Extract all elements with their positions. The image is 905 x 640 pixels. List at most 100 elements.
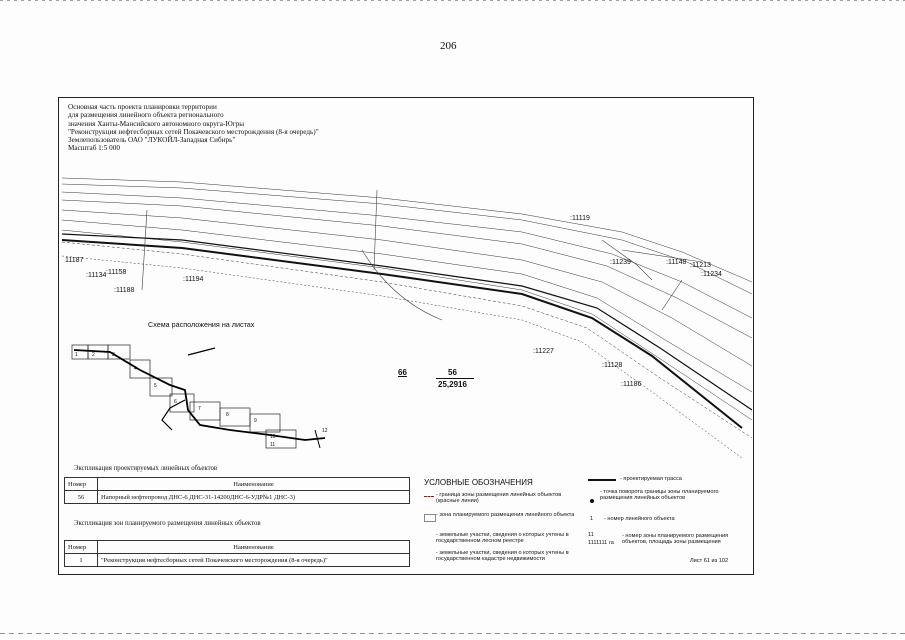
scheme-sheet-number: 7 (198, 406, 201, 412)
scheme-sheet (169, 393, 195, 413)
branch-line (361, 249, 443, 321)
zone-swatch (424, 514, 436, 522)
scheme-route-branch (161, 399, 186, 431)
parcel-label: :11119 (570, 215, 590, 222)
scheme-sheet-number: 11 (270, 442, 275, 448)
parcel-label: :11158 (106, 269, 127, 276)
corridor-line (62, 229, 752, 421)
zone-fraction-bar (436, 378, 474, 379)
legend-item: - земельные участки, сведения о которых … (436, 532, 569, 545)
scheme-title: Схема расположения на листах (148, 320, 255, 329)
legend-item-right: - проектируемая трасса (620, 476, 682, 482)
legend-item-right: - номер зоны планируемого размещения объ… (622, 533, 729, 546)
header-line: значения Ханты-Мансийского автономного о… (68, 119, 245, 128)
branch-line (661, 279, 683, 311)
table1: Номер Наименование 56 Напорный нефтепров… (64, 477, 410, 504)
scan-edge-bottom (0, 633, 905, 634)
zone-number-right: 56 (448, 368, 457, 377)
scheme-sheet-number: 12 (322, 428, 328, 434)
table-cell: 1 (64, 553, 98, 567)
parcel-label: :11134 (86, 272, 107, 279)
header-line: для размещения линейного объекта региона… (68, 111, 224, 120)
header-line: Землепользователь ОАО "ЛУКОЙЛ-Западная С… (68, 136, 236, 145)
header-line: Масштаб 1:5 000 (68, 144, 120, 153)
table-header-cell: Номер (64, 540, 98, 554)
header-line: Основная часть проекта планировки террит… (68, 103, 217, 111)
table2: Номер Наименование 1 "Реконструкция нефт… (64, 540, 410, 567)
scheme-sheet (149, 377, 173, 397)
road (62, 233, 752, 411)
table-cell: Напорный нефтепровод ДНС-6 ДНС-31-14200Д… (97, 490, 410, 504)
route-line (62, 239, 743, 429)
table-header-row: Номер Наименование (64, 540, 410, 554)
zone-sample-area-swatch: 1111111 га (588, 540, 614, 546)
turn-point-swatch (590, 499, 594, 503)
branch-line (621, 249, 703, 263)
table-cell: "Реконструкция нефтесборных сетей Покаче… (97, 553, 410, 567)
scheme-sheet-number: 5 (154, 383, 157, 389)
planning-map (62, 177, 752, 459)
parcel-label: :11239 (610, 259, 631, 266)
scheme-sheet-number: 4 (134, 366, 137, 372)
corridor-line (62, 241, 752, 439)
table-header-cell: Номер (64, 477, 98, 491)
sheet-header: Основная часть проекта планировки террит… (68, 103, 319, 153)
object-number-swatch: 1 (590, 516, 594, 522)
road-line (62, 233, 752, 411)
scheme-sheet-number: 1 (75, 352, 78, 358)
parcel-label: :11213 (690, 262, 711, 269)
zone-number-left: 66 (398, 368, 407, 377)
scheme-route (73, 349, 326, 441)
table-header-row: Номер Наименование (64, 477, 410, 491)
table-row: 1 "Реконструкция нефтесборных сетей Пока… (64, 553, 410, 567)
zone-sample-swatch: 11 (588, 532, 594, 538)
route-swatch (588, 479, 616, 481)
branches (141, 189, 703, 321)
scheme-sheet-number: 6 (174, 399, 177, 405)
scheme-sheet (249, 413, 281, 433)
red-lines-swatch (424, 496, 434, 497)
corridor-lines (62, 177, 752, 459)
sheet-number-note: Лист 61 из 102 (690, 558, 729, 564)
table-row: 56 Напорный нефтепровод ДНС-6 ДНС-31-142… (64, 490, 410, 504)
scheme-sheet-number: 8 (226, 412, 229, 418)
table1-title: Экспликация проектируемых линейных объек… (74, 465, 218, 472)
table2-title: Экспликация зон планируемого размещения … (74, 520, 261, 527)
page-number: 206 (440, 40, 457, 52)
legend-item-right: - номер линейного объекта (604, 516, 675, 522)
scheme-sheet-number: 10 (270, 434, 276, 440)
corridor-line (62, 183, 752, 295)
map-sheet-frame (58, 97, 754, 575)
scheme-sheet-numbers: 1 2 3 4 5 6 7 8 9 10 11 12 (75, 352, 328, 448)
location-scheme: 1 2 3 4 5 6 7 8 9 10 11 12 (71, 344, 328, 449)
scheme-route-branch (314, 429, 321, 449)
scheme-sheet-number: 2 (92, 352, 95, 358)
legend-item: - зона планируемого размещения линейного… (436, 512, 575, 518)
parcel-label: :11234 (701, 271, 722, 278)
projected-route (62, 239, 743, 429)
scheme-sheet (219, 407, 251, 427)
scheme-route-branch (187, 347, 216, 356)
zone-area: 25,2916 (438, 380, 467, 389)
legend-title: УСЛОВНЫЕ ОБОЗНАЧЕНИЯ (424, 478, 533, 487)
parcel-label: :11194 (183, 276, 204, 283)
branch-line (141, 209, 148, 291)
parcel-label: :11148 (666, 259, 687, 266)
scan-edge-top (0, 0, 905, 1)
branch-line (601, 239, 653, 281)
branch-line (373, 189, 378, 271)
corridor-line (62, 177, 752, 283)
corridor-line (62, 255, 743, 459)
corridor-line (62, 209, 752, 367)
parcel-label: :11128 (602, 362, 623, 369)
table-header-cell: Наименование (97, 477, 410, 491)
scheme-sheet-number: 3 (112, 352, 115, 358)
table-cell: 56 (64, 490, 98, 504)
parcel-label: :11186 (621, 381, 642, 388)
legend-item: - земельные участки, сведения о которых … (436, 550, 569, 563)
legend-item: - граница зоны размещения линейных объек… (436, 492, 562, 505)
table-header-cell: Наименование (97, 540, 410, 554)
scheme-sheet-number: 9 (254, 418, 257, 424)
corridor-line (62, 199, 752, 339)
corridor-line (62, 219, 752, 393)
